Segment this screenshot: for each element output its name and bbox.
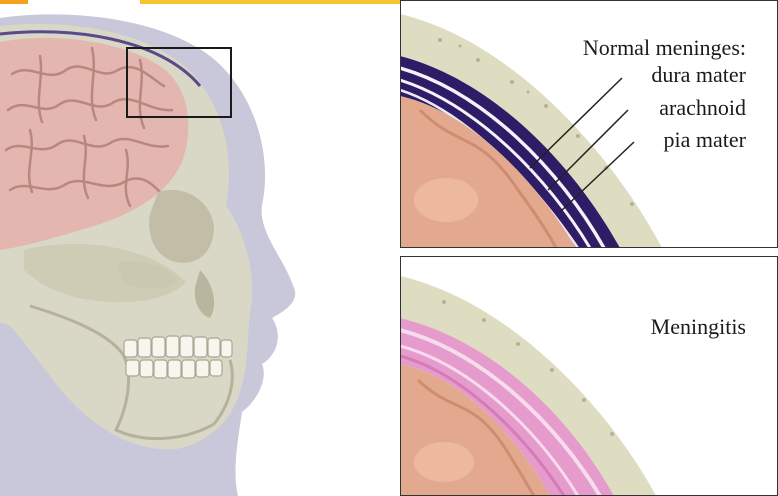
meningitis-panel [400,256,778,496]
pia-mater-label: pia mater [664,129,746,151]
meningitis-label: Meningitis [651,316,746,338]
dura-mater-label: dura mater [651,64,746,86]
arachnoid-label: arachnoid [659,97,746,119]
normal-meninges-title: Normal meninges: [583,37,746,59]
teeth [124,336,232,378]
head-anatomy-illustration [0,0,400,496]
